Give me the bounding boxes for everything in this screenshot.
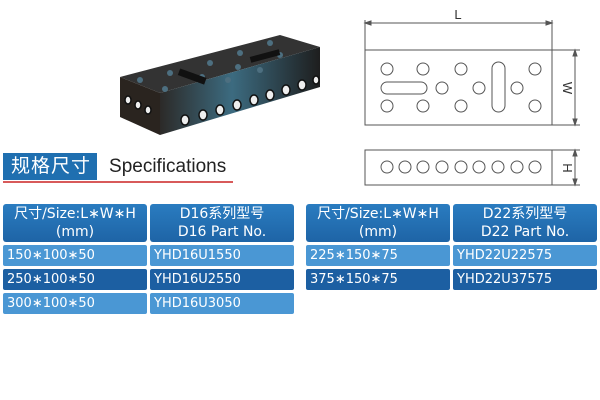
part-cell: YHD16U3050 bbox=[150, 293, 294, 314]
table-row: 250∗100∗50 YHD16U2550 bbox=[3, 269, 294, 290]
size-cell: 300∗100∗50 bbox=[3, 293, 147, 314]
table-row: 150∗100∗50 YHD16U1550 bbox=[3, 245, 294, 266]
specifications-heading: 规格尺寸 Specifications bbox=[3, 153, 227, 180]
size-header: 尺寸/Size:L∗W∗H(mm) bbox=[3, 204, 147, 242]
product-image bbox=[120, 35, 320, 135]
size-cell: 375∗150∗75 bbox=[306, 269, 450, 290]
size-cell: 250∗100∗50 bbox=[3, 269, 147, 290]
technical-drawing: L W H bbox=[363, 7, 580, 187]
size-header: 尺寸/Size:L∗W∗H(mm) bbox=[306, 204, 450, 242]
table-row: 225∗150∗75 YHD22U22575 bbox=[306, 245, 597, 266]
heading-underline bbox=[3, 181, 233, 183]
heading-en: Specifications bbox=[109, 156, 227, 177]
size-cell: 225∗150∗75 bbox=[306, 245, 450, 266]
part-cell: YHD16U2550 bbox=[150, 269, 294, 290]
part-cell: YHD22U37575 bbox=[453, 269, 597, 290]
height-label: H bbox=[560, 163, 575, 172]
table-row: 375∗150∗75 YHD22U37575 bbox=[306, 269, 597, 290]
length-label: L bbox=[454, 7, 461, 22]
part-cell: YHD16U1550 bbox=[150, 245, 294, 266]
table-row: 300∗100∗50 YHD16U3050 bbox=[3, 293, 294, 314]
width-label: W bbox=[560, 82, 575, 95]
heading-cn: 规格尺寸 bbox=[3, 153, 98, 180]
part-cell: YHD22U22575 bbox=[453, 245, 597, 266]
size-cell: 150∗100∗50 bbox=[3, 245, 147, 266]
